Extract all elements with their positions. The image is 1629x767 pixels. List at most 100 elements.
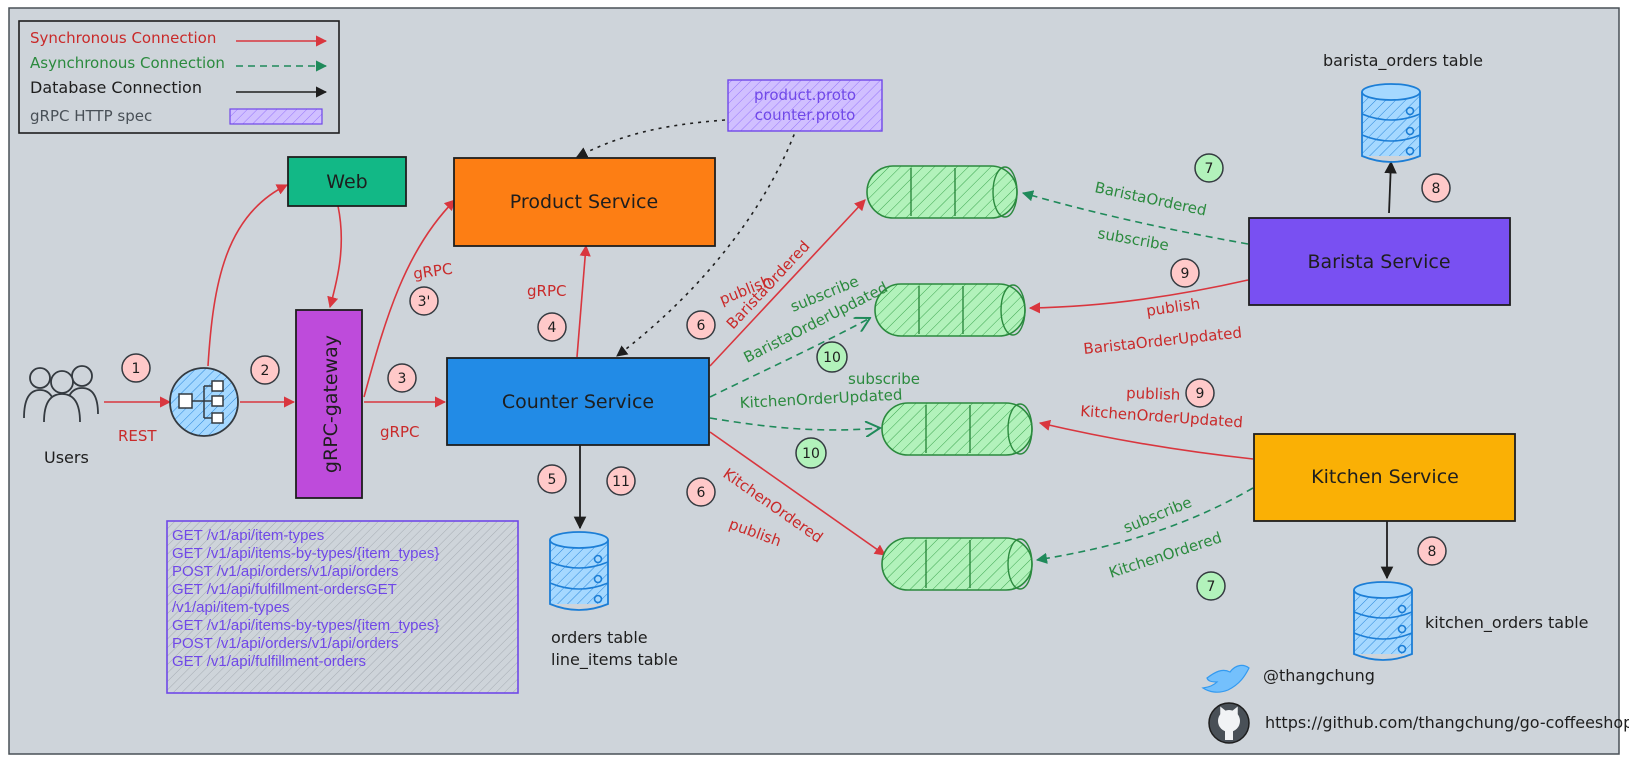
svg-text:1: 1 — [132, 361, 141, 377]
edge-kitchen-subscribe — [1035, 487, 1254, 564]
step-badge: 9 — [1170, 258, 1200, 288]
step-badge: 9 — [1185, 378, 1215, 408]
github-icon — [1208, 702, 1250, 744]
svg-text:4: 4 — [548, 320, 557, 336]
barista-service-node: Barista Service — [1248, 217, 1511, 306]
step-badge: 8 — [1417, 536, 1447, 566]
api-endpoint-line: GET /v1/api/items-by-types/{item_types} — [172, 617, 439, 634]
barista-service-label: Barista Service — [1307, 251, 1450, 273]
step-badge: 5 — [537, 464, 567, 494]
users-icon — [23, 365, 99, 423]
line-items-table-label: line_items table — [551, 650, 678, 670]
edge-kitchen-updated-counter — [709, 417, 880, 430]
kitchen-database-icon — [1353, 581, 1413, 661]
orders-table-label: orders table — [551, 628, 648, 647]
web-label: Web — [326, 171, 367, 193]
step-badge: 7 — [1196, 571, 1226, 601]
step-badge: 11 — [606, 466, 636, 496]
queue-kitchen-updated — [881, 402, 1033, 456]
step-badge: 4 — [537, 312, 567, 342]
svg-text:10: 10 — [802, 446, 820, 462]
grpc-label-counter-product: gRPC — [527, 282, 566, 300]
svg-text:8: 8 — [1428, 544, 1437, 560]
edge-gateway-product — [363, 199, 456, 398]
edge-web-gateway — [327, 205, 343, 309]
svg-text:7: 7 — [1205, 161, 1214, 177]
edge-kitchen-publish — [1038, 419, 1254, 460]
svg-text:8: 8 — [1432, 181, 1441, 197]
edge-barista-db — [1384, 160, 1397, 214]
svg-text:7: 7 — [1207, 579, 1216, 595]
proto-spec-box: product.proto counter.proto — [727, 79, 883, 132]
svg-text:6: 6 — [697, 485, 706, 501]
edge-counter-product — [576, 244, 591, 358]
edge-proto-product — [576, 119, 726, 158]
step-badge: 10 — [795, 437, 827, 469]
svg-text:11: 11 — [612, 474, 630, 490]
svg-text:3: 3 — [398, 371, 407, 387]
svg-text:9: 9 — [1196, 386, 1205, 402]
github-link[interactable]: https://github.com/thangchung/go-coffees… — [1265, 713, 1629, 732]
step-badges: 1 2 3 3' 4 5 11 6 6 7 7 8 8 9 9 10 10 — [121, 153, 1451, 601]
counter-service-label: Counter Service — [502, 391, 654, 413]
step-badge: 6 — [686, 477, 716, 507]
edge-lb-web — [207, 184, 289, 367]
barista-database-icon — [1361, 83, 1421, 163]
api-endpoint-line: /v1/api/item-types — [172, 599, 290, 616]
legend: Synchronous Connection Asynchronous Conn… — [18, 20, 340, 134]
step-badge: 8 — [1421, 173, 1451, 203]
queue-barista-ordered — [866, 165, 1018, 219]
step-badge: 6 — [686, 310, 716, 340]
legend-db-label: Database Connection — [30, 78, 202, 97]
subscribe-label-counter-kitchen: subscribe — [848, 370, 920, 388]
api-endpoint-line: POST /v1/api/orders/v1/api/orders — [172, 635, 399, 652]
edge-proto-counter — [616, 126, 798, 357]
queue-barista-updated — [874, 283, 1026, 337]
grpc-label-gateway-product: gRPC — [412, 260, 454, 283]
api-endpoint-line: GET /v1/api/items-by-types/{item_types} — [172, 545, 439, 562]
edge-barista-publish — [1028, 279, 1249, 314]
svg-text:5: 5 — [548, 472, 557, 488]
step-badge: 7 — [1194, 153, 1224, 183]
legend-sync-label: Synchronous Connection — [30, 29, 216, 47]
api-endpoint-line: POST /v1/api/orders/v1/api/orders — [172, 563, 399, 580]
svg-text:2: 2 — [261, 363, 270, 379]
step-badge: 3' — [409, 286, 439, 316]
counter-service-node: Counter Service — [446, 357, 710, 446]
product-service-node: Product Service — [453, 157, 716, 247]
grpc-gateway-node: gRPC-gateway — [295, 309, 363, 499]
product-service-label: Product Service — [510, 191, 658, 213]
barista-orders-table-label: barista_orders table — [1323, 51, 1483, 71]
legend-box — [18, 20, 340, 134]
load-balancer-icon — [169, 367, 239, 437]
users-label: Users — [44, 448, 89, 467]
svg-text:10: 10 — [823, 350, 841, 366]
edge-counter-barista-queue — [709, 199, 866, 367]
step-badge: 1 — [121, 353, 151, 383]
step-badge: 10 — [816, 341, 848, 373]
legend-grpc-label: gRPC HTTP spec — [30, 107, 152, 125]
svg-text:9: 9 — [1181, 266, 1190, 282]
kitchen-service-node: Kitchen Service — [1253, 433, 1516, 522]
edge-barista-updated-counter — [709, 318, 870, 398]
proto-counter-label: counter.proto — [755, 106, 856, 124]
api-endpoint-line: GET /v1/api/fulfillment-orders — [172, 653, 366, 670]
twitter-icon — [1201, 664, 1250, 693]
legend-async-label: Asynchronous Connection — [30, 54, 225, 72]
publish-label-kitchen-updated: publish — [1126, 384, 1181, 404]
orders-database-icon — [549, 531, 609, 611]
rest-label: REST — [118, 427, 157, 445]
gateway-label: gRPC-gateway — [320, 335, 342, 473]
svg-text:6: 6 — [697, 318, 706, 334]
grpc-label-gateway-counter: gRPC — [380, 423, 419, 441]
api-endpoint-line: GET /v1/api/fulfillment-ordersGET — [172, 581, 397, 598]
twitter-handle[interactable]: @thangchung — [1263, 666, 1375, 685]
step-badge: 2 — [250, 355, 280, 385]
kitchen-orders-table-label: kitchen_orders table — [1425, 613, 1589, 633]
web-node: Web — [287, 156, 407, 207]
queue-kitchen-ordered — [881, 537, 1033, 591]
kitchen-service-label: Kitchen Service — [1311, 466, 1459, 488]
